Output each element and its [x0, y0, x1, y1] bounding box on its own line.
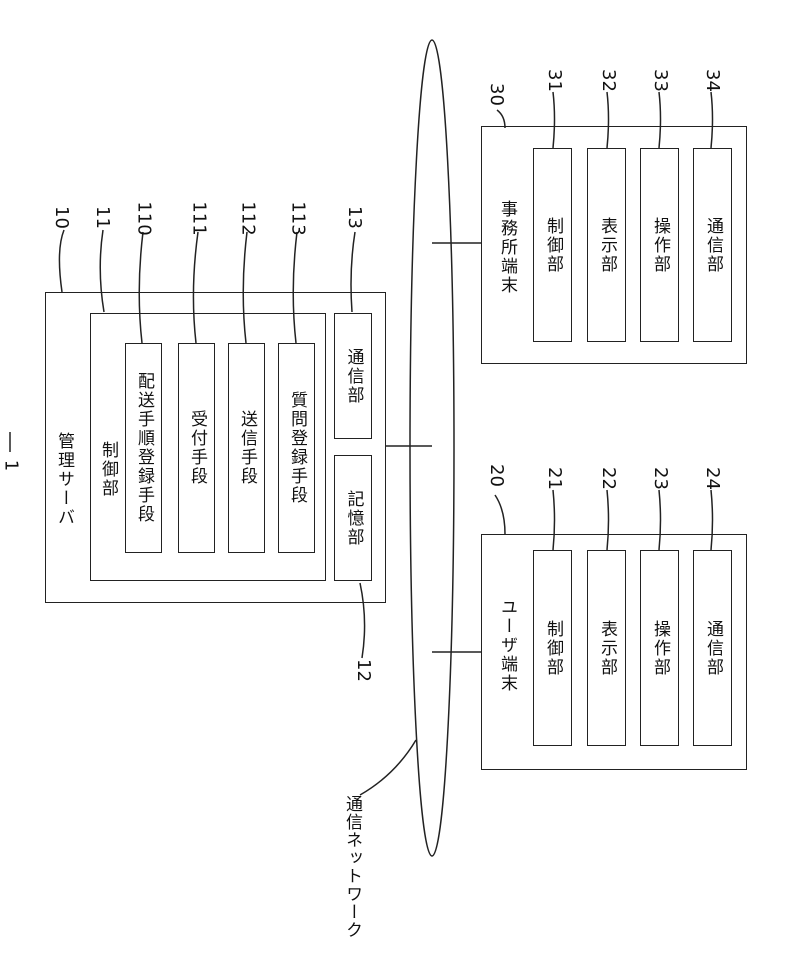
reception-means: 受付手段: [178, 343, 215, 553]
office-control-unit: 制御部: [533, 148, 572, 342]
office-operation-unit: 操作部: [640, 148, 679, 342]
leader-network: [360, 740, 416, 795]
ref-20: 20: [486, 464, 507, 487]
ref-33: 33: [650, 69, 671, 92]
ref-32: 32: [598, 69, 619, 92]
user-control-unit: 制御部: [533, 550, 572, 746]
ref-22: 22: [598, 467, 619, 490]
office-communication-unit: 通信部: [693, 148, 732, 342]
control-unit-title: 制御部: [99, 441, 116, 498]
server-communication-unit: 通信部: [334, 313, 372, 439]
storage-unit: 記憶部: [334, 455, 372, 581]
ref-34: 34: [702, 69, 723, 92]
ref-12: 12: [353, 659, 374, 682]
user-operation-unit: 操作部: [640, 550, 679, 746]
leader-10: [59, 230, 64, 292]
office-terminal-title: 事務所端末: [498, 200, 515, 295]
ref-21: 21: [544, 467, 565, 490]
ref-31: 31: [544, 69, 565, 92]
user-communication-unit: 通信部: [693, 550, 732, 746]
ref-10: 10: [51, 206, 72, 229]
ref-110: 110: [134, 201, 155, 235]
ref-30: 30: [486, 83, 507, 106]
ref-11: 11: [92, 206, 113, 229]
figure-number: 1: [1, 455, 22, 477]
ref-113: 113: [288, 201, 309, 235]
ref-112: 112: [238, 201, 259, 235]
transmission-means: 送信手段: [228, 343, 265, 553]
user-display-unit: 表示部: [587, 550, 626, 746]
delivery-procedure-registration-means: 配送手順登録手段: [125, 343, 162, 553]
ref-24: 24: [702, 467, 723, 490]
leader-20: [495, 495, 505, 534]
ref-23: 23: [650, 467, 671, 490]
management-server-title: 管理サーバ: [55, 432, 72, 527]
question-registration-means: 質問登録手段: [278, 343, 315, 553]
office-display-unit: 表示部: [587, 148, 626, 342]
ref-111: 111: [189, 201, 210, 235]
user-terminal-title: ユーザ端末: [498, 598, 515, 693]
ref-13: 13: [344, 206, 365, 229]
network-label: 通信ネットワーク: [343, 795, 360, 939]
network-ellipse: [410, 40, 454, 856]
